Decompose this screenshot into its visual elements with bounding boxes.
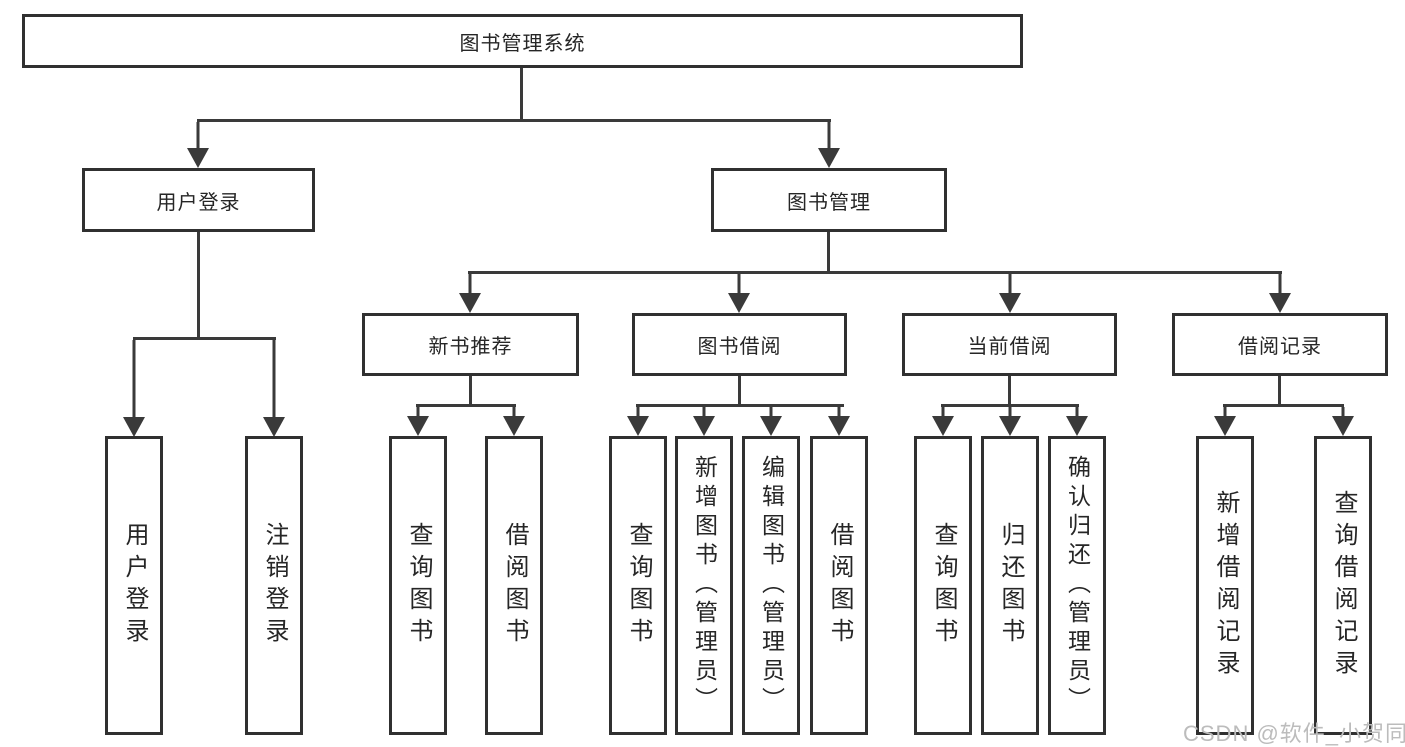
arrow-down-icon	[828, 407, 850, 436]
arrow-down-icon	[1332, 407, 1354, 436]
connector-line	[827, 232, 830, 273]
arrow-down-icon	[1066, 407, 1088, 436]
arrow-down-icon	[818, 122, 840, 168]
connector-line	[197, 232, 200, 339]
leaf-label: 新增图书（管理员）	[691, 455, 718, 716]
leaf-label: 借阅图书	[826, 521, 853, 650]
connector-line	[1278, 376, 1281, 406]
arrow-down-icon	[760, 407, 782, 436]
connector-line	[468, 271, 1282, 274]
node-root-label: 图书管理系统	[459, 32, 586, 55]
connector-line	[469, 376, 472, 406]
csdn-watermark: CSDN @软件_小贺同学	[1183, 721, 1405, 746]
leaf-edit-book-admin: 编辑图书（管理员）	[742, 436, 800, 735]
leaf-label: 借阅图书	[501, 521, 528, 650]
connector-line	[636, 404, 844, 407]
leaf-return-book: 归还图书	[981, 436, 1039, 735]
node-book-management: 图书管理	[711, 168, 947, 232]
arrow-down-icon	[728, 274, 750, 313]
leaf-confirm-return-admin: 确认归还（管理员）	[1048, 436, 1106, 735]
node-book-management-label: 图书管理	[787, 191, 871, 214]
leaf-label: 查询借阅记录	[1330, 489, 1357, 682]
arrow-down-icon	[187, 122, 209, 168]
node-borrow-records: 借阅记录	[1172, 313, 1388, 376]
leaf-label: 编辑图书（管理员）	[758, 455, 785, 716]
node-book-borrow-label: 图书借阅	[697, 336, 782, 358]
node-user-login-label: 用户登录	[156, 191, 241, 214]
connector-line	[1008, 376, 1011, 406]
arrow-down-icon	[407, 407, 429, 436]
leaf-query-borrow-record: 查询借阅记录	[1314, 436, 1372, 735]
arrow-down-icon	[999, 407, 1021, 436]
arrow-down-icon	[459, 274, 481, 313]
node-current-borrow: 当前借阅	[902, 313, 1117, 376]
connector-line	[941, 404, 1079, 407]
arrow-down-icon	[1214, 407, 1236, 436]
leaf-label: 确认归还（管理员）	[1064, 455, 1091, 716]
leaf-label: 查询图书	[625, 521, 652, 650]
arrow-down-icon	[263, 340, 285, 437]
connector-line	[133, 337, 276, 340]
connector-line	[738, 376, 741, 406]
arrow-down-icon	[627, 407, 649, 436]
connector-line	[1223, 404, 1344, 407]
node-book-borrow: 图书借阅	[632, 313, 847, 376]
arrow-down-icon	[503, 407, 525, 436]
node-borrow-records-label: 借阅记录	[1238, 336, 1322, 358]
leaf-logout: 注销登录	[245, 436, 303, 735]
leaf-borrow-book: 借阅图书	[810, 436, 868, 735]
connector-line	[416, 404, 516, 407]
leaf-query-book-recommend: 查询图书	[389, 436, 447, 735]
arrow-down-icon	[693, 407, 715, 436]
node-user-login: 用户登录	[82, 168, 315, 232]
leaf-label: 注销登录	[261, 521, 288, 650]
connector-line	[520, 68, 523, 121]
arrow-down-icon	[1269, 274, 1291, 313]
leaf-query-book-current: 查询图书	[914, 436, 972, 735]
node-root: 图书管理系统	[22, 14, 1023, 68]
leaf-add-book-admin: 新增图书（管理员）	[675, 436, 733, 735]
leaf-borrow-book-recommend: 借阅图书	[485, 436, 543, 735]
leaf-label: 归还图书	[997, 521, 1024, 650]
leaf-query-book-borrow: 查询图书	[609, 436, 667, 735]
node-new-book-recommend-label: 新书推荐	[428, 336, 513, 358]
leaf-label: 新增借阅记录	[1212, 489, 1239, 682]
arrow-down-icon	[932, 407, 954, 436]
leaf-user-login: 用户登录	[105, 436, 163, 735]
node-current-borrow-label: 当前借阅	[967, 336, 1052, 358]
leaf-add-borrow-record: 新增借阅记录	[1196, 436, 1254, 735]
connector-line	[197, 119, 831, 122]
node-new-book-recommend: 新书推荐	[362, 313, 579, 376]
arrow-down-icon	[999, 274, 1021, 313]
leaf-label: 查询图书	[930, 521, 957, 650]
leaf-label: 查询图书	[405, 521, 432, 650]
arrow-down-icon	[123, 340, 145, 437]
leaf-label: 用户登录	[121, 521, 148, 650]
